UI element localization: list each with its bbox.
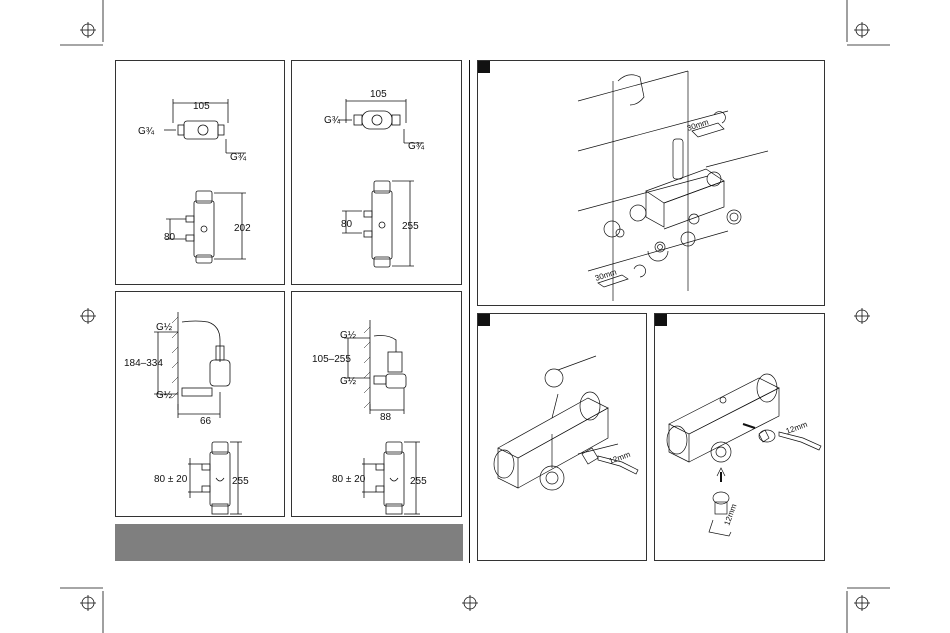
dimension-panel-3: G½ 184–334 G½ 66 80 ± 20 255 xyxy=(115,291,285,517)
p2-height-label: 255 xyxy=(402,221,419,232)
p5-wrench-top-label: 30mm xyxy=(686,117,710,133)
p7-hex-bottom-label: 12mm xyxy=(722,502,738,526)
installation-panel-1: 30mm 30mm xyxy=(477,60,825,306)
dimension-panel-4: G½ 105–255 G½ 88 80 ± 20 255 xyxy=(291,291,462,517)
p4-range-label: 105–255 xyxy=(312,354,351,365)
installation-panel-3: 12mm 12mm xyxy=(654,313,825,561)
p3-g-top-label: G½ xyxy=(156,322,173,333)
p6-hex-label: 12mm xyxy=(608,450,632,466)
p4-height-label: 255 xyxy=(410,476,427,487)
p3-depth-label: 66 xyxy=(200,416,212,427)
p2-width-label: 105 xyxy=(370,89,387,100)
dimension-drawing-2: 105 G¾ G¾ 80 255 xyxy=(292,61,463,286)
p4-g-bottom-label: G½ xyxy=(340,376,357,387)
dimension-drawing-1: 105 G¾ G¾ 80 202 xyxy=(116,61,286,286)
p3-range-label: 184–334 xyxy=(124,358,163,369)
p7-hex-right-label: 12mm xyxy=(785,420,809,436)
p4-depth-label: 88 xyxy=(380,412,392,423)
footer-grey-bar xyxy=(115,524,463,561)
p3-g-bottom-label: G½ xyxy=(156,390,173,401)
p3-height-label: 255 xyxy=(232,476,249,487)
dimension-panel-1: 105 G¾ G¾ 80 202 xyxy=(115,60,285,285)
dimension-panel-2: 105 G¾ G¾ 80 255 xyxy=(291,60,462,285)
p1-width-label: 105 xyxy=(193,101,210,112)
installation-drawing-2: 12mm xyxy=(478,314,648,562)
p2-g-left-label: G¾ xyxy=(324,115,341,126)
p1-spacing-label: 80 xyxy=(164,232,176,243)
p1-g-right-label: G¾ xyxy=(230,152,247,163)
p1-g-left-label: G¾ xyxy=(138,126,155,137)
p4-spacing-label: 80 ± 20 xyxy=(332,474,366,485)
p2-spacing-label: 80 xyxy=(341,219,353,230)
p2-g-right-label: G¾ xyxy=(408,141,425,152)
installation-drawing-3: 12mm 12mm xyxy=(655,314,826,562)
p1-height-label: 202 xyxy=(234,223,251,234)
p4-g-top-label: G½ xyxy=(340,330,357,341)
installation-panel-2: 12mm xyxy=(477,313,647,561)
p3-spacing-label: 80 ± 20 xyxy=(154,474,188,485)
dimension-drawing-3: G½ 184–334 G½ 66 80 ± 20 255 xyxy=(116,292,286,518)
installation-drawing-1: 30mm 30mm xyxy=(478,61,826,307)
dimension-drawing-4: G½ 105–255 G½ 88 80 ± 20 255 xyxy=(292,292,463,518)
page-divider xyxy=(469,60,470,563)
